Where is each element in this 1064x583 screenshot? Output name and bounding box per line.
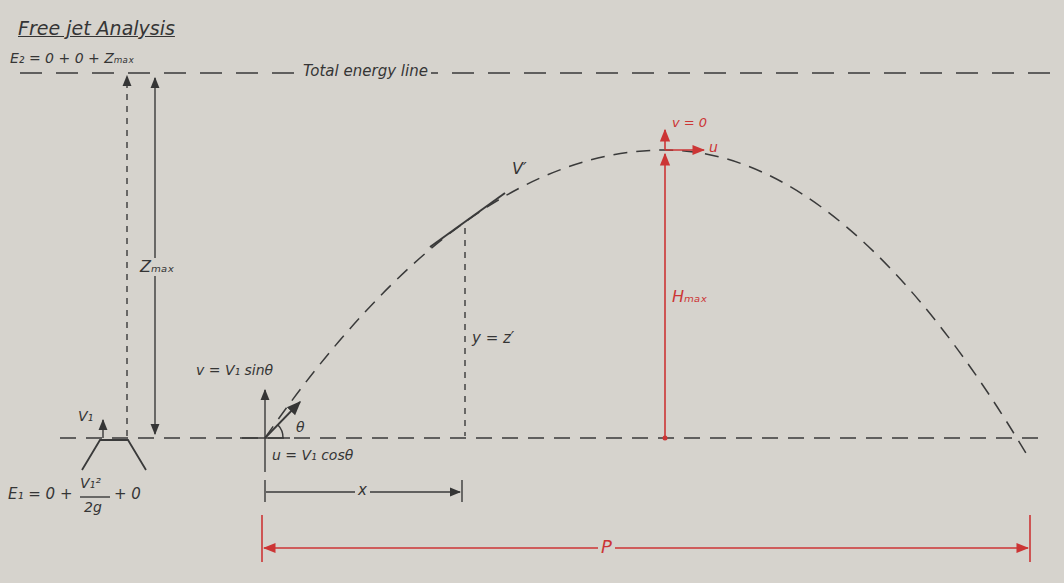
- range-tick: [261, 515, 263, 562]
- dimension-label: Hₘₐₓ: [672, 288, 707, 306]
- nozzle-symbol: [82, 440, 146, 470]
- fraction-bar: [80, 496, 110, 497]
- energy-equation: E₁ = 0 +: [8, 486, 72, 503]
- range-dimension: [264, 547, 1028, 549]
- angle-arc: [278, 425, 283, 438]
- component-label: u = V₁ cosθ: [272, 447, 353, 463]
- fraction-denominator: 2g: [84, 499, 102, 515]
- range-tick: [1029, 515, 1031, 562]
- dimension-label: P: [598, 537, 615, 558]
- x-tick: [264, 480, 265, 502]
- diagram-title: Free jet Analysis: [18, 18, 175, 40]
- jet-velocity-vector: [265, 402, 300, 438]
- angle-label: θ: [296, 419, 305, 435]
- velocity-label: V₁: [78, 408, 93, 424]
- dimension-label: x: [355, 482, 370, 499]
- fraction-numerator: V₁²: [80, 475, 101, 491]
- energy-equation: E₂ = 0 + 0 + Zₘₐₓ: [10, 50, 134, 66]
- height-label: y = z′: [472, 330, 514, 347]
- velocity-label: u: [709, 139, 718, 155]
- zmax-dimension: [154, 78, 155, 434]
- energy-rise-line: [126, 76, 127, 436]
- total-energy-line: [20, 72, 1062, 73]
- dimension-label: Zₘₐₓ: [137, 258, 177, 276]
- energy-line-label: Total energy line: [300, 63, 431, 80]
- hmax-base-dot: [663, 436, 668, 441]
- hmax-dimension: [664, 154, 666, 438]
- jet-trajectory: [265, 150, 1030, 460]
- height-line: [464, 228, 465, 436]
- horizontal-velocity-arrow: [665, 149, 704, 151]
- launch-tick: [264, 438, 265, 472]
- vertical-component-arrow: [264, 390, 265, 438]
- energy-equation: + 0: [114, 486, 141, 503]
- velocity-label: v = 0: [672, 116, 707, 131]
- tangent-velocity: [430, 193, 505, 247]
- datum-line: [60, 437, 1040, 438]
- velocity-label: V′: [512, 160, 527, 178]
- jet-velocity-arrow: [102, 420, 103, 438]
- x-tick: [461, 480, 462, 502]
- zero-vertical-arrow: [664, 130, 666, 150]
- component-label: v = V₁ sinθ: [196, 362, 273, 378]
